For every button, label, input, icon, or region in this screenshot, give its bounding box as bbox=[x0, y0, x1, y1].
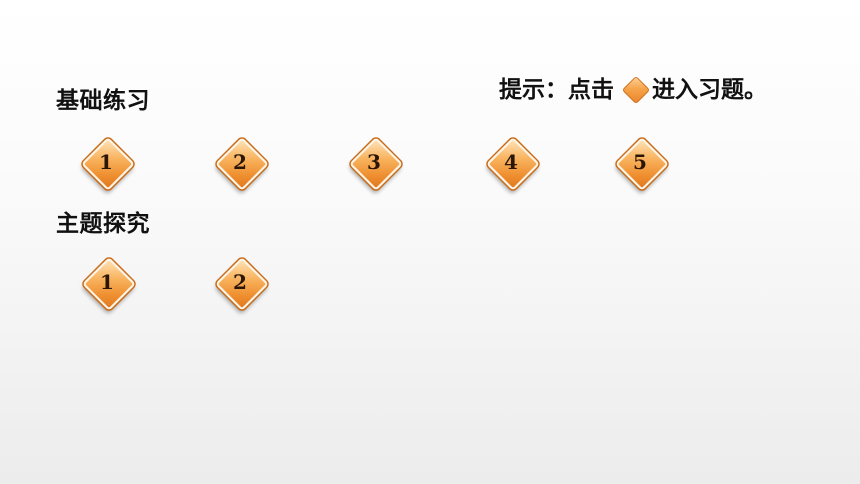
exercise-number: 1 bbox=[99, 150, 113, 174]
exercise-number: 1 bbox=[100, 270, 114, 294]
topic-exercise-button-2[interactable]: 2 bbox=[215, 257, 269, 311]
exercise-number: 2 bbox=[233, 150, 247, 174]
orange-diamond-icon bbox=[624, 78, 648, 102]
hint-suffix: 进入习题。 bbox=[652, 76, 767, 103]
topic-exercise-button-1[interactable]: 1 bbox=[82, 257, 136, 311]
basic-exercise-button-1[interactable]: 1 bbox=[81, 137, 135, 191]
basic-exercise-button-2[interactable]: 2 bbox=[215, 137, 269, 191]
basic-exercise-button-3[interactable]: 3 bbox=[349, 137, 403, 191]
exercise-number: 5 bbox=[633, 150, 647, 174]
exercise-number: 2 bbox=[233, 270, 247, 294]
exercise-number: 3 bbox=[367, 150, 381, 174]
section-title-topic-exploration: 主题探究 bbox=[56, 211, 150, 237]
hint-text: 提示：点击 进入习题。 bbox=[499, 78, 767, 102]
basic-exercise-button-4[interactable]: 4 bbox=[486, 137, 540, 191]
section-title-basic-practice: 基础练习 bbox=[56, 88, 150, 114]
exercise-number: 4 bbox=[504, 150, 518, 174]
hint-prefix: 提示：点击 bbox=[499, 76, 614, 103]
basic-exercise-button-5[interactable]: 5 bbox=[615, 137, 669, 191]
